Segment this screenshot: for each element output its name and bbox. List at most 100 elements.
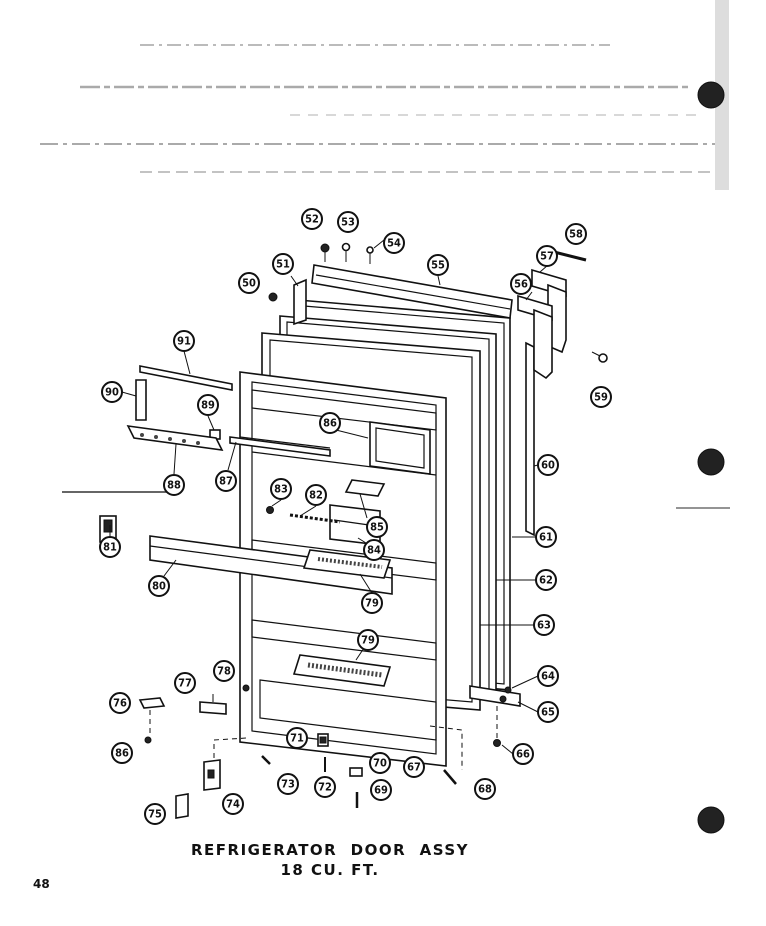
svg-text:62: 62: [539, 574, 553, 587]
svg-text:67: 67: [407, 761, 421, 774]
svg-text:79: 79: [365, 597, 379, 610]
svg-text:91: 91: [177, 335, 191, 348]
callout-73: 73: [277, 773, 299, 795]
part-79-grille: [292, 654, 392, 687]
callout-59: 59: [590, 386, 612, 408]
callout-70: 70: [369, 752, 391, 774]
callout-79: 79: [357, 629, 379, 651]
callout-57: 57: [536, 245, 558, 267]
svg-text:72: 72: [318, 781, 332, 794]
svg-text:73: 73: [281, 778, 295, 791]
callout-75: 75: [144, 803, 166, 825]
callout-89: 89: [197, 394, 219, 416]
svg-text:50: 50: [242, 277, 256, 290]
dash-leader: [429, 725, 463, 770]
callout-78-lower: 79: [361, 592, 383, 614]
callout-80: 80: [148, 575, 170, 597]
svg-text:88: 88: [167, 479, 181, 492]
svg-text:68: 68: [478, 783, 492, 796]
part-78-screw: [242, 684, 250, 692]
callout-50: 50: [238, 272, 260, 294]
callout-87: 87: [215, 470, 237, 492]
scan-noise-header: [40, 0, 729, 190]
diagram-caption: REFRIGERATOR DOOR ASSY 18 CU. FT.: [150, 840, 510, 880]
part-88-shelf: [126, 425, 224, 451]
callout-85: 85: [366, 516, 388, 538]
svg-text:70: 70: [373, 757, 387, 770]
callout-82: 82: [305, 484, 327, 506]
part-73-screw: [261, 755, 271, 765]
svg-text:85: 85: [370, 521, 384, 534]
svg-text:65: 65: [541, 706, 555, 719]
callout-91: 91: [173, 330, 195, 352]
part-70-clip: [349, 767, 363, 777]
svg-text:86: 86: [323, 417, 337, 430]
callout-64: 64: [537, 665, 559, 687]
svg-text:56: 56: [514, 278, 528, 291]
part-51-bracket: [293, 278, 307, 326]
callout-56: 56: [510, 273, 532, 295]
part-87-trim: [229, 436, 331, 457]
svg-text:89: 89: [201, 399, 215, 412]
page-number: 48: [33, 877, 50, 891]
part-64-screw: [504, 686, 512, 694]
callout-76: 76: [109, 692, 131, 714]
top-screws: [268, 242, 608, 363]
part-91-rail: [139, 365, 233, 391]
callout-66: 66: [512, 743, 534, 765]
svg-text:51: 51: [276, 258, 290, 271]
svg-text:81: 81: [103, 541, 117, 554]
callout-84: 84: [363, 539, 385, 561]
svg-text:61: 61: [539, 531, 553, 544]
callout-53: 53: [337, 211, 359, 233]
svg-text:79: 79: [361, 634, 375, 647]
part-65-bottom-hinge: [469, 685, 521, 707]
callout-77: 77: [174, 672, 196, 694]
svg-text:52: 52: [305, 213, 319, 226]
svg-text:53: 53: [341, 216, 355, 229]
part-86-screw-lower: [144, 736, 152, 744]
svg-text:66: 66: [516, 748, 530, 761]
caption-subtitle: 18 CU. FT.: [280, 861, 380, 879]
part-78-grille: [302, 549, 392, 579]
part-58-pin: [553, 250, 587, 262]
dash-leader: [213, 737, 247, 758]
callout-55: 55: [427, 254, 449, 276]
callout-51: 51: [272, 253, 294, 275]
part-68-screw: [443, 769, 457, 785]
part-75-plate: [175, 793, 189, 819]
svg-text:57: 57: [540, 250, 554, 263]
svg-text:64: 64: [541, 670, 555, 683]
callout-86-lower: 86: [111, 742, 133, 764]
callout-86: 86: [319, 412, 341, 434]
part-90-end-cap-upper: [135, 379, 147, 421]
part-66-screw: [493, 739, 501, 747]
part-77-bracket: [199, 694, 227, 715]
punch-hole-middle: [697, 448, 725, 476]
part-71-clip: [317, 733, 329, 747]
part-56-hinge: [517, 294, 553, 380]
part-60-strip: [525, 341, 535, 537]
svg-text:90: 90: [105, 386, 119, 399]
callout-62: 62: [535, 569, 557, 591]
svg-text:60: 60: [541, 459, 555, 472]
callout-74: 74: [222, 793, 244, 815]
punch-hole-bottom: [697, 806, 725, 834]
svg-text:54: 54: [387, 237, 401, 250]
svg-text:87: 87: [219, 475, 233, 488]
svg-text:71: 71: [290, 732, 304, 745]
callout-61: 61: [535, 526, 557, 548]
svg-text:69: 69: [374, 784, 388, 797]
callout-71: 71: [286, 727, 308, 749]
callout-81: 81: [99, 536, 121, 558]
svg-text:83: 83: [274, 483, 288, 496]
svg-text:63: 63: [537, 619, 551, 632]
callout-72: 72: [314, 776, 336, 798]
callout-58: 58: [565, 223, 587, 245]
svg-text:86: 86: [115, 747, 129, 760]
callout-67: 67: [403, 756, 425, 778]
svg-text:82: 82: [309, 489, 323, 502]
svg-text:78: 78: [217, 665, 231, 678]
part-55-top-cover: [311, 264, 513, 319]
